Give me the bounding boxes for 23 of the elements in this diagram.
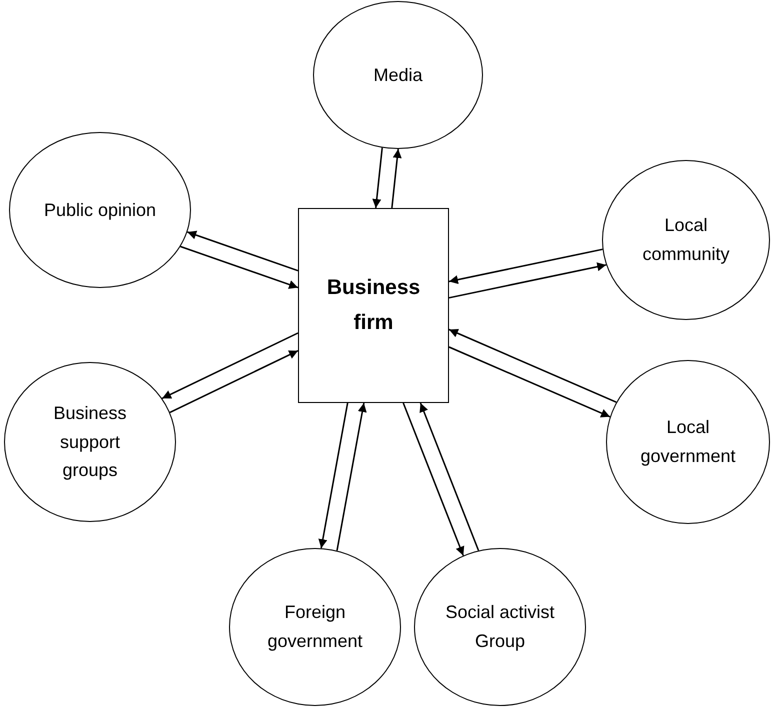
node-label: Local government [639, 416, 737, 468]
node-label: Foreign government [266, 601, 364, 653]
arrow [420, 402, 480, 551]
arrow [180, 246, 298, 289]
arrow [448, 346, 610, 418]
node-label: Public opinion [44, 198, 156, 222]
arrow [448, 262, 606, 299]
node-label: Local community [641, 214, 731, 266]
arrow [187, 230, 298, 272]
arrow [336, 402, 367, 551]
arrow [402, 402, 464, 556]
node-label: Social activist Group [444, 601, 556, 653]
process-box [298, 208, 449, 403]
arrow [170, 350, 298, 414]
arrow [318, 402, 348, 548]
arrow [372, 148, 383, 208]
arrow [391, 148, 402, 208]
node-label: Business support groups [52, 402, 128, 482]
arrow [448, 328, 617, 403]
arrow [162, 332, 298, 400]
node-label: Media [373, 64, 423, 87]
arrow [448, 248, 603, 284]
node-label: Business firm [326, 274, 422, 336]
